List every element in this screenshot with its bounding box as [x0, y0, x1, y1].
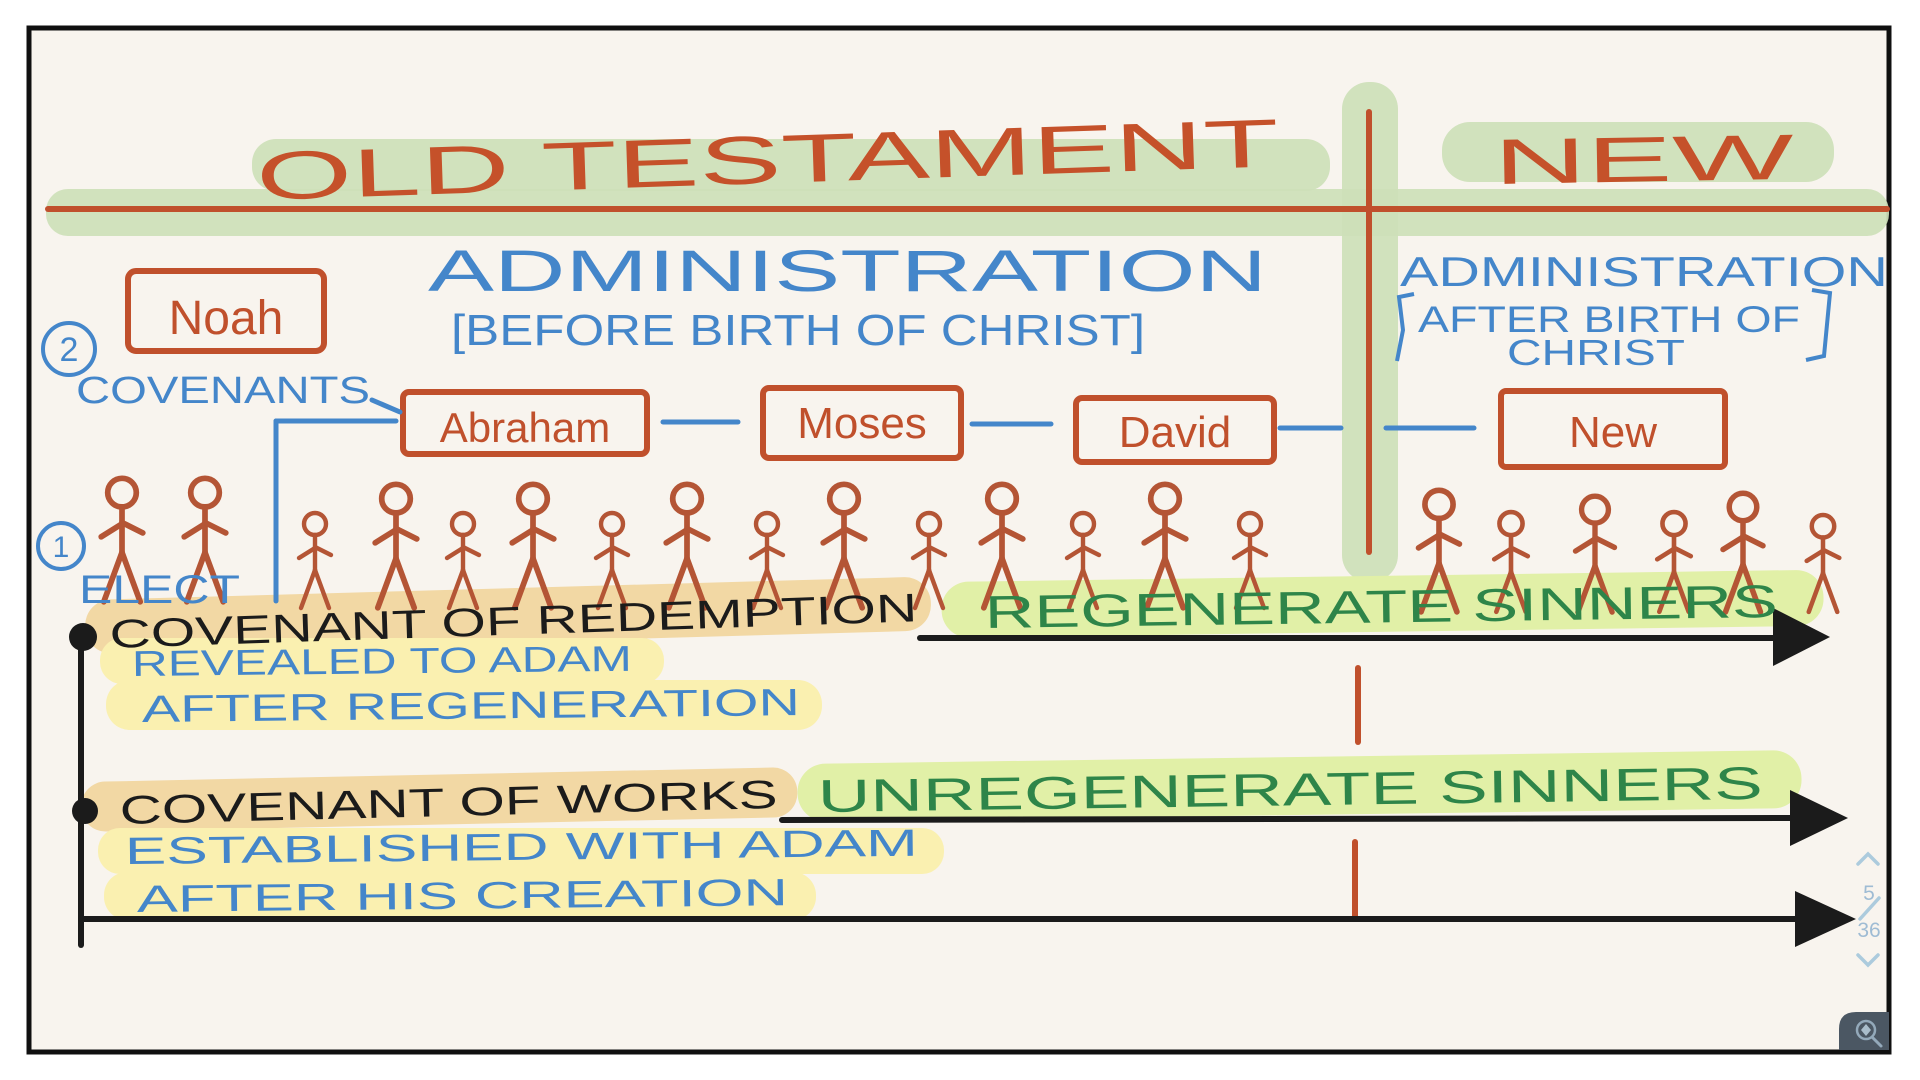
svg-text:5: 5 [1863, 882, 1875, 905]
svg-text:COVENANTS: COVENANTS [76, 370, 370, 412]
svg-text:Moses: Moses [797, 399, 927, 448]
svg-text:ESTABLISHED WITH ADAM: ESTABLISHED WITH ADAM [125, 823, 918, 873]
svg-text:2: 2 [60, 331, 79, 369]
svg-text:AFTER REGENERATION: AFTER REGENERATION [142, 682, 800, 731]
svg-text:CHRIST: CHRIST [1507, 332, 1685, 373]
svg-text:David: David [1119, 408, 1232, 457]
svg-text:ELECT: ELECT [79, 568, 240, 612]
svg-text:REGENERATE SINNERS: REGENERATE SINNERS [984, 575, 1778, 638]
svg-text:AFTER HIS CREATION: AFTER HIS CREATION [137, 872, 788, 921]
svg-text:[BEFORE BIRTH OF CHRIST]: [BEFORE BIRTH OF CHRIST] [451, 306, 1145, 355]
svg-text:NEW: NEW [1493, 121, 1795, 198]
svg-text:ADMINISTRATION: ADMINISTRATION [428, 239, 1267, 304]
svg-text:1: 1 [53, 531, 70, 564]
svg-text:New: New [1569, 408, 1657, 457]
svg-text:AFTER BIRTH OF: AFTER BIRTH OF [1418, 299, 1800, 340]
svg-text:REVEALED TO ADAM: REVEALED TO ADAM [132, 638, 632, 684]
svg-text:Abraham: Abraham [440, 404, 610, 451]
svg-text:ADMINISTRATION: ADMINISTRATION [1400, 248, 1888, 295]
svg-text:36: 36 [1857, 919, 1880, 942]
svg-text:Noah: Noah [169, 292, 284, 345]
